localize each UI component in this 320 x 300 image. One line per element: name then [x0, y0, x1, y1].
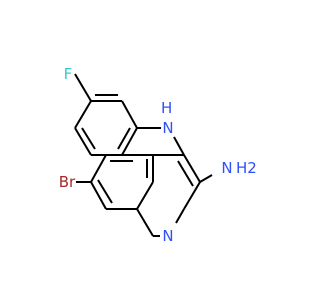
bond	[136, 208, 154, 237]
bromine-atom-label: Br	[59, 173, 76, 191]
amine-nitrogen-label: N	[162, 119, 173, 137]
bond	[74, 127, 92, 156]
bond	[121, 100, 138, 129]
bond	[90, 154, 107, 183]
fluorine-atom-label: F	[64, 65, 73, 83]
bond	[183, 181, 201, 210]
bond	[97, 179, 113, 204]
amine-hydrogen-label: H	[161, 99, 172, 117]
bond	[173, 136, 185, 156]
bond	[175, 208, 185, 224]
bond-layer	[74, 73, 213, 237]
bond	[90, 181, 107, 210]
bond	[121, 127, 138, 156]
bond	[199, 174, 213, 183]
amino-hydrogen-label: H2	[236, 159, 257, 177]
bond	[177, 160, 194, 187]
bond	[74, 100, 92, 129]
bond	[117, 127, 131, 150]
molecule-diagram: F N H N H2 Br N	[59, 65, 257, 245]
bond	[74, 73, 92, 102]
bond	[136, 181, 154, 210]
bond	[81, 127, 96, 150]
amino-nitrogen-label: N	[221, 159, 232, 177]
atom-label-layer: F N H N H2 Br N	[59, 65, 257, 245]
bond	[183, 154, 201, 183]
ring-nitrogen-label: N	[162, 227, 173, 245]
